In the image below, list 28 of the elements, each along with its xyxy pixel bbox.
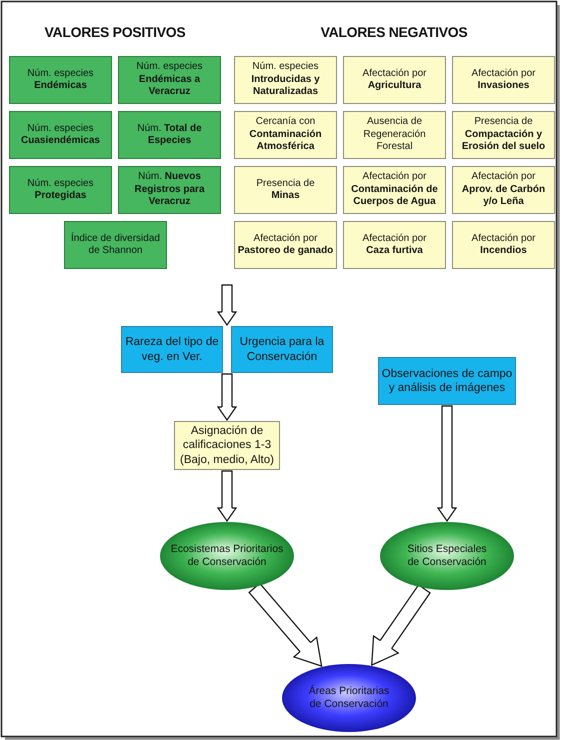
criterion-box: Núm. Total de Especies xyxy=(118,111,221,159)
criterion-box: Afectación por Caza furtiva xyxy=(343,221,446,269)
ellipse-node: Sitios Especiales de Conservación xyxy=(380,522,514,590)
criterion-box: Núm. especies Protegidas xyxy=(9,166,112,214)
criterion-box: Presencia de Compactación y Erosión del suelo xyxy=(452,111,555,159)
criterion-box: Afectación por Incendios xyxy=(452,221,555,269)
ellipse-node: Ecosistemas Prioritarios de Conservación xyxy=(160,522,294,590)
section-heading: VALORES POSITIVOS xyxy=(44,23,186,41)
criterion-box: Núm. especies Cuasiendémicas xyxy=(9,111,112,159)
section-heading: VALORES NEGATIVOS xyxy=(320,23,468,41)
process-box: Urgencia para la Conservación xyxy=(231,326,333,373)
criterion-box: Cercanía con Contaminación Atmosférica xyxy=(234,111,337,159)
criterion-box: Núm. especies Endémicas a Veracruz xyxy=(118,56,221,104)
ellipse-node: Áreas Prioritarias de Conservación xyxy=(282,664,416,732)
criterion-box: Afectación por Pastoreo de ganado xyxy=(234,221,337,269)
criterion-box: Afectación por Invasiones xyxy=(452,56,555,104)
process-box: Observaciones de campo y análisis de imágenes xyxy=(378,357,516,405)
process-box: Asignación de calificaciones 1-3 (Bajo, medio, Alto) xyxy=(174,421,280,470)
criterion-box: Núm. Nuevos Registros para Veracruz xyxy=(118,166,221,214)
criterion-box: Núm. especies Introducidas y Naturalizadas xyxy=(234,56,337,104)
criterion-box: Afectación por Agricultura xyxy=(343,56,446,104)
criterion-box: Índice de diversidad de Shannon xyxy=(64,221,167,269)
criterion-box: Núm. especies Endémicas xyxy=(9,56,112,104)
criterion-box: Presencia de Minas xyxy=(234,166,337,214)
criterion-box: Afectación por Contaminación de Cuerpos de Agua xyxy=(343,166,446,214)
criterion-box: Afectación por Aprov. de Carbón y/o Leña xyxy=(452,166,555,214)
criterion-box: Ausencia de Regeneración Forestal xyxy=(343,111,446,159)
process-box: Rareza del tipo de veg. en Ver. xyxy=(121,326,223,373)
